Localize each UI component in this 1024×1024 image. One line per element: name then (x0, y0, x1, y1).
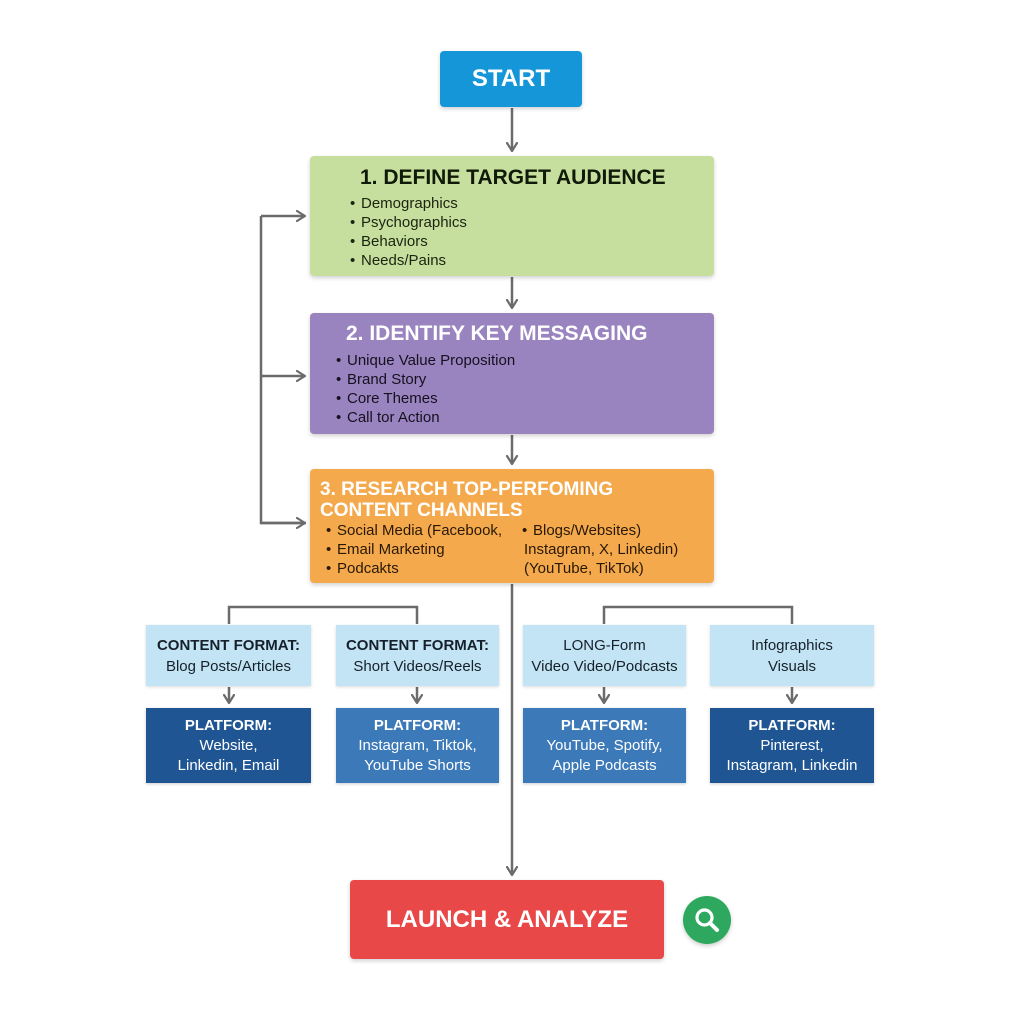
content-format-blog: CONTENT FORMAT: Blog Posts/Articles (146, 625, 311, 686)
step3-title: 3. RESEARCH TOP-PERFOMING CONTENT CHANNE… (320, 479, 613, 521)
platform-heading: PLATFORM: (560, 716, 649, 734)
content-format-long-form: LONG-Form Video Video/Podcasts (523, 625, 686, 686)
format-detail: Short Videos/Reels (353, 657, 482, 675)
platform-detail: Apple Podcasts (552, 756, 657, 774)
step1-bullet: Demographics (350, 194, 467, 213)
step3-bullet-continuation: Instagram, X, Linkedin) (524, 541, 679, 558)
format-heading: LONG-Form (563, 636, 646, 654)
step1-bullet-list: Demographics Psychographics Behaviors Ne… (350, 194, 467, 270)
step3-bullet: Blogs/Websites) (522, 521, 678, 540)
start-label: START (471, 65, 551, 92)
step1-title: 1. DEFINE TARGET AUDIENCE (360, 166, 666, 189)
platform-box-short-video: PLATFORM: Instagram, Tiktok, YouTube Sho… (336, 708, 499, 783)
format-heading: CONTENT FORMAT: (156, 636, 301, 654)
step2-bullet: Brand Story (336, 370, 515, 389)
format-heading: CONTENT FORMAT: (345, 636, 490, 654)
step3-bullet-list-left: Social Media (Facebook, Email Marketing … (326, 521, 502, 578)
format-detail: Blog Posts/Articles (165, 657, 292, 675)
launch-analyze-node: LAUNCH & ANALYZE (350, 880, 664, 959)
step-identify-key-messaging: 2. IDENTIFY KEY MESSAGING Unique Value P… (310, 313, 714, 434)
branch-right-bracket (602, 605, 794, 624)
step2-bullet: Core Themes (336, 389, 515, 408)
format-heading: Infographics (751, 636, 833, 654)
feedback-loop-line (259, 216, 306, 525)
platform-detail: Pinterest, (760, 736, 824, 754)
platform-detail: Website, (199, 736, 258, 754)
start-node: START (440, 51, 582, 107)
step2-bullet: Unique Value Proposition (336, 351, 515, 370)
format-detail: Video Video/Podcasts (531, 657, 678, 675)
step2-bullet: Call tor Action (336, 408, 515, 427)
step3-bullet-continuation: (YouTube, TikTok) (524, 560, 644, 577)
platform-detail: YouTube Shorts (364, 756, 471, 774)
step1-bullet: Needs/Pains (350, 251, 467, 270)
step3-title-line: CONTENT CHANNELS (320, 500, 523, 521)
platform-detail: Instagram, Linkedin (726, 756, 858, 774)
step3-bullet: Podcakts (326, 559, 502, 578)
search-icon (683, 896, 731, 944)
platform-detail: Instagram, Tiktok, (358, 736, 477, 754)
step3-bullet: Email Marketing (326, 540, 502, 559)
content-format-infographics: Infographics Visuals (710, 625, 874, 686)
platform-heading: PLATFORM: (748, 716, 836, 734)
content-format-short-video: CONTENT FORMAT: Short Videos/Reels (336, 625, 499, 686)
step-research-content-channels: 3. RESEARCH TOP-PERFOMING CONTENT CHANNE… (310, 469, 714, 583)
step2-title: 2. IDENTIFY KEY MESSAGING (346, 322, 648, 345)
branch-left-bracket (227, 605, 419, 624)
step3-bullet-list-right: Blogs/Websites) Instagram, X, Linkedin) … (522, 521, 678, 578)
platform-detail: YouTube, Spotify, (546, 736, 663, 754)
step2-bullet-list: Unique Value Proposition Brand Story Cor… (336, 351, 515, 427)
platform-box-long-form: PLATFORM: YouTube, Spotify, Apple Podcas… (523, 708, 686, 783)
platform-box-visual: PLATFORM: Pinterest, Instagram, Linkedin (710, 708, 874, 783)
step3-title-line: 3. RESEARCH TOP-PERFOMING (320, 479, 614, 500)
step1-bullet: Behaviors (350, 232, 467, 251)
platform-heading: PLATFORM: (184, 716, 273, 734)
platform-heading: PLATFORM: (373, 716, 462, 734)
search-icon-glyph (695, 908, 719, 932)
step1-bullet: Psychographics (350, 213, 467, 232)
platform-box-web: PLATFORM: Website, Linkedin, Email (146, 708, 311, 783)
format-detail: Visuals (767, 657, 817, 675)
step-define-target-audience: 1. DEFINE TARGET AUDIENCE Demographics P… (310, 156, 714, 276)
step3-bullet: Social Media (Facebook, (326, 521, 502, 540)
launch-label: LAUNCH & ANALYZE (385, 905, 629, 933)
platform-detail: Linkedin, Email (177, 756, 280, 774)
